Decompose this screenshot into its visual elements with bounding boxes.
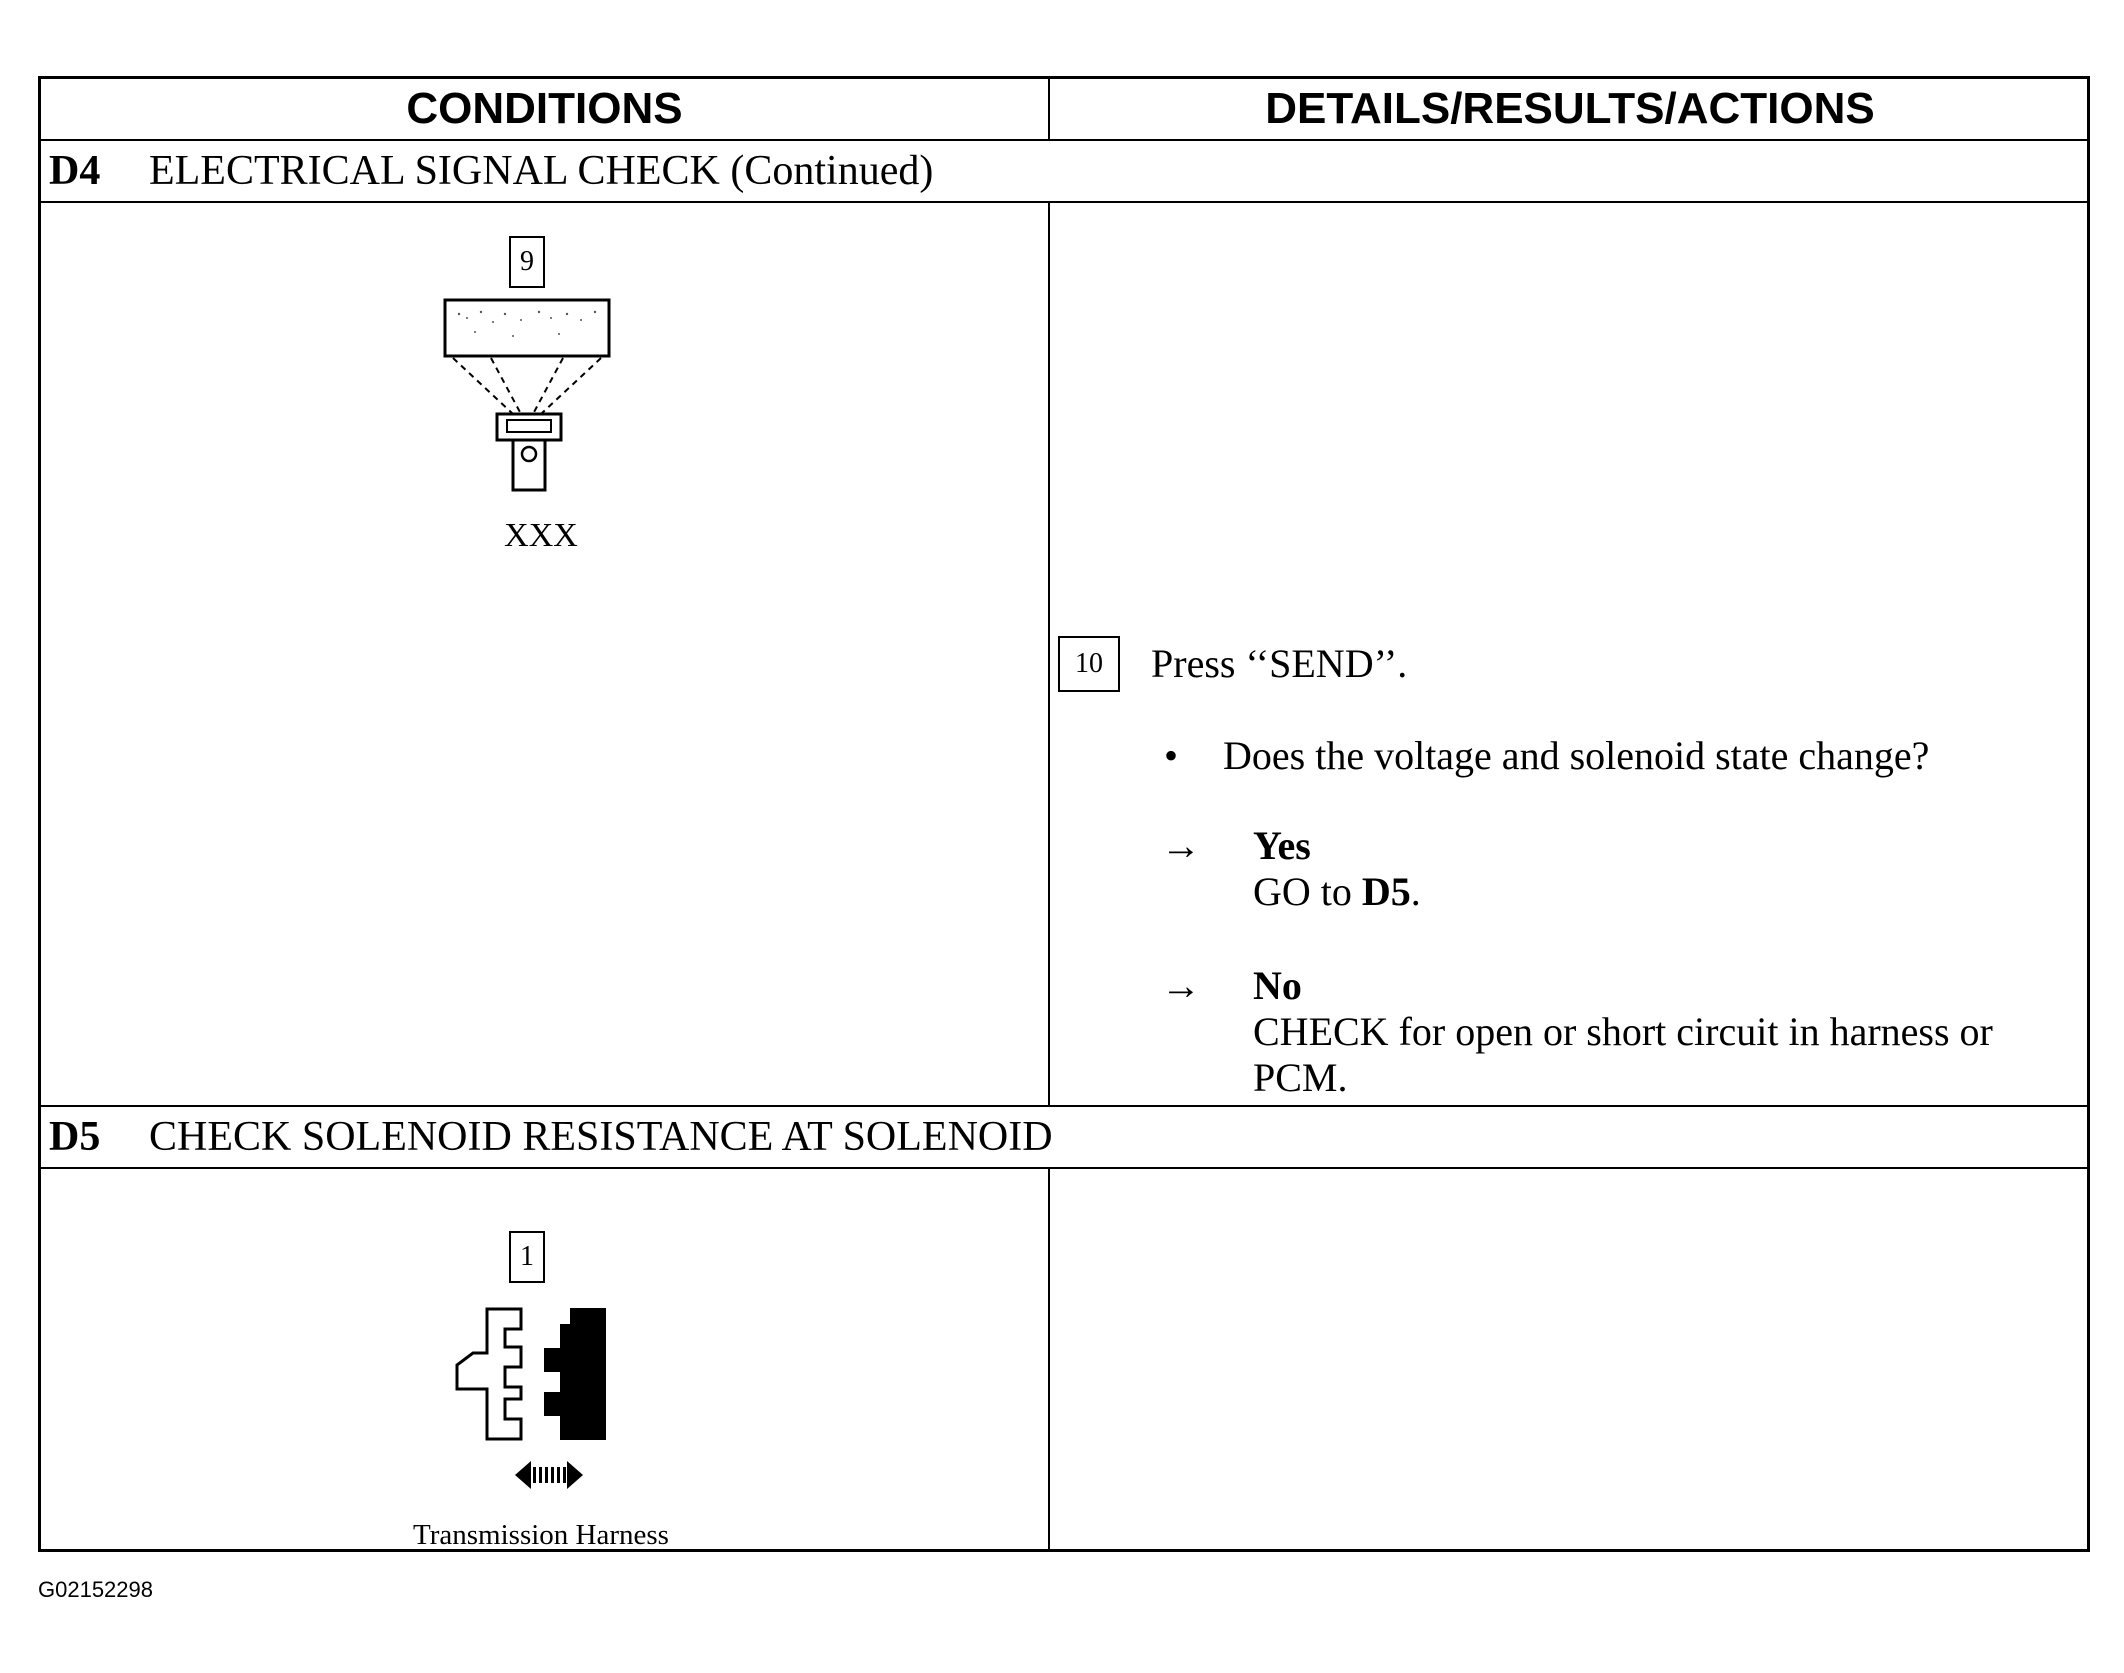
details-header: DETAILS/RESULTS/ACTIONS — [1265, 84, 1875, 133]
scan-tool-icon — [443, 298, 611, 492]
d4-action-text: Press ‘‘SEND’’. — [1151, 641, 1408, 686]
yes-label: Yes — [1253, 823, 1311, 868]
no-action-line-2: PCM. — [1253, 1055, 1348, 1100]
d5-code: D5 — [49, 1114, 101, 1160]
diagnostic-table: CONDITIONS DETAILS/RESULTS/ACTIONS D4 ELE… — [38, 76, 2090, 1552]
d4-condition-step-box: 9 — [509, 236, 545, 288]
header-column-divider — [1048, 79, 1050, 141]
d5-section-title: D5 CHECK SOLENOID RESISTANCE AT SOLENOID — [49, 1109, 1053, 1165]
conditions-header: CONDITIONS — [406, 84, 683, 133]
d4-section-title: D4 ELECTRICAL SIGNAL CHECK (Continued) — [49, 143, 933, 199]
d5-condition-caption: Transmission Harness — [413, 1519, 669, 1551]
d5-condition-step-box: 1 — [509, 1231, 545, 1283]
d4-title: ELECTRICAL SIGNAL CHECK (Continued) — [149, 148, 934, 194]
d4-bottom-divider — [41, 1105, 2087, 1107]
no-action-line-1: CHECK for open or short circuit in harne… — [1253, 1009, 1993, 1054]
d5-title-divider — [41, 1167, 2087, 1169]
d5-column-divider — [1048, 1167, 1050, 1552]
no-arrow-icon: → — [1161, 963, 1201, 1008]
d4-title-divider — [41, 201, 2087, 203]
harness-connector-icon — [455, 1307, 606, 1489]
d4-code: D4 — [49, 148, 101, 194]
d4-question: Does the voltage and solenoid state chan… — [1223, 733, 1930, 778]
d4-condition-caption: XXX — [504, 517, 578, 554]
header-divider — [41, 139, 2087, 141]
bullet-icon: • — [1164, 733, 1179, 778]
yes-action-prefix: GO to — [1253, 869, 1362, 914]
figure-id: G02152298 — [38, 1577, 153, 1602]
yes-arrow-icon: → — [1161, 823, 1201, 868]
d5-title: CHECK SOLENOID RESISTANCE AT SOLENOID — [149, 1114, 1053, 1160]
d4-column-divider — [1048, 201, 1050, 1107]
yes-action-target-link[interactable]: D5 — [1361, 869, 1411, 914]
yes-action-suffix: . — [1410, 869, 1421, 914]
yes-action: GO to D5. — [1253, 869, 1421, 915]
no-label: No — [1253, 963, 1302, 1008]
d4-action-step-box: 10 — [1058, 636, 1120, 692]
